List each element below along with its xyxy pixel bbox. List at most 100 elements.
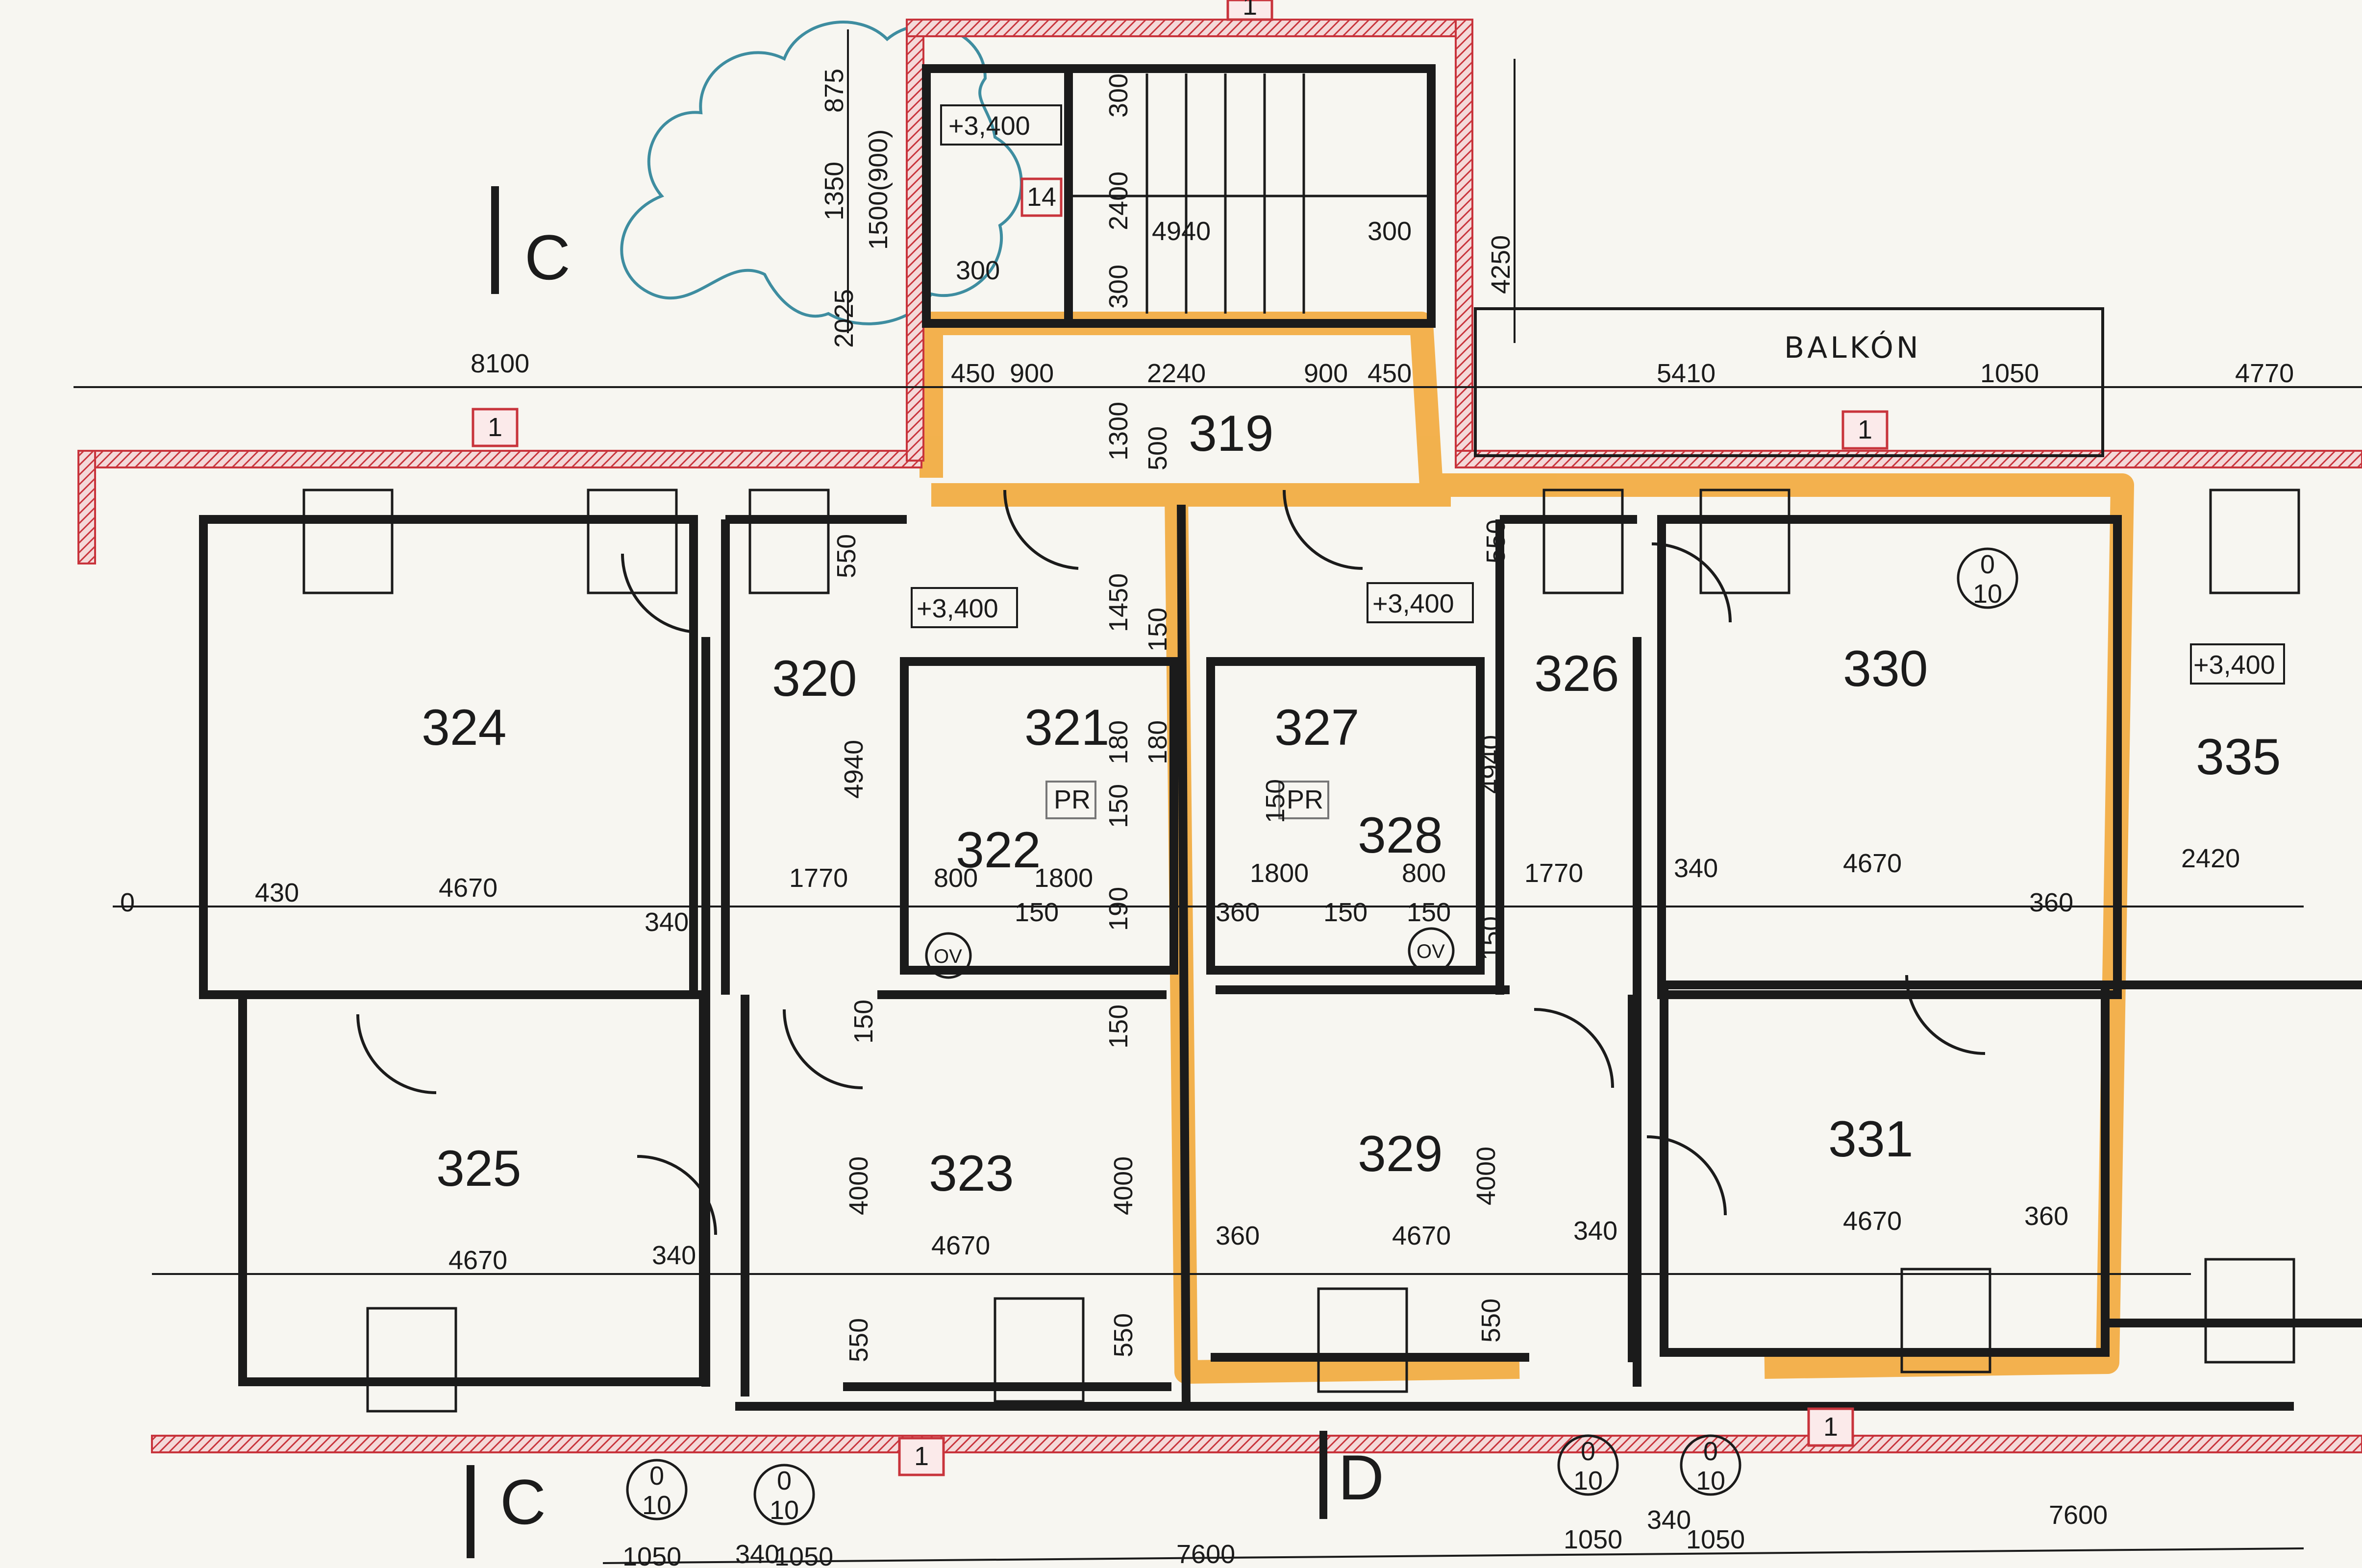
dim-top-1050: 1050: [1980, 359, 2039, 388]
section-label-c-bottom: C: [500, 1466, 546, 1538]
balcony-label: BALKÓN: [1784, 330, 1921, 365]
section-marks: [467, 186, 1327, 1558]
dim-bottom-1050-c: 1050: [1564, 1525, 1622, 1554]
dim-v-1300: 1300: [1104, 402, 1133, 461]
dim-h-1770-a: 1770: [789, 863, 848, 893]
dim-stair-300-d: 300: [1104, 265, 1133, 309]
level-tag-corridor-right: +3,400: [1372, 589, 1454, 618]
dim-v-150-c: 150: [1261, 779, 1290, 823]
fixture-tag-pr-right: PR: [1287, 785, 1323, 814]
dim-h-0: 0: [120, 888, 135, 917]
dim-h-340-a: 340: [645, 907, 689, 937]
dim-h-1800-b: 1800: [1250, 858, 1309, 888]
fixture-tag-ov-left: OV: [934, 946, 962, 967]
dim-v-4000-right: 4000: [1471, 1147, 1501, 1205]
dim-v-190: 190: [1104, 887, 1133, 931]
dim-bottom-7600-b: 7600: [2049, 1500, 2108, 1530]
door-tag-14: 14: [1027, 182, 1056, 212]
room-label-322: 322: [956, 822, 1041, 879]
dim-v-150-f: 150: [1476, 916, 1506, 960]
dim-h-150-a: 150: [1015, 898, 1059, 927]
dim-h-low-360-a: 360: [1216, 1221, 1260, 1250]
dim-top-5410: 5410: [1657, 359, 1716, 388]
window-tag-330-top: 0: [1980, 550, 1995, 579]
dim-top-450-b: 450: [1367, 359, 1412, 388]
window-tag-330-bottom: 10: [1973, 579, 2002, 609]
dim-bottom-1050-a: 1050: [622, 1542, 681, 1568]
dim-h-360-b: 360: [2029, 888, 2073, 917]
room-label-330: 330: [1843, 640, 1928, 697]
dim-v-550-a: 550: [832, 534, 861, 578]
dim-v-550-b: 550: [1481, 519, 1511, 564]
dim-v-150-a: 150: [1143, 608, 1172, 652]
dim-h-low-4670-d: 4670: [1843, 1206, 1902, 1236]
dim-top-450-a: 450: [951, 359, 995, 388]
dim-stair-875: 875: [820, 69, 849, 113]
dim-bottom-340-b: 340: [1647, 1505, 1691, 1535]
room-label-325: 325: [436, 1140, 522, 1197]
dim-h-4670-a: 4670: [439, 873, 497, 903]
room-label-329: 329: [1358, 1126, 1443, 1182]
window-tag-331-top: 0: [1703, 1437, 1718, 1466]
dim-h-low-4670-b: 4670: [931, 1231, 990, 1260]
fixture-tag-pr-left: PR: [1054, 785, 1091, 814]
fixture-tag-boxes: [1045, 781, 1329, 819]
dim-h-150-b: 150: [1323, 898, 1367, 927]
marker-1-e: 1: [1823, 1412, 1838, 1442]
dim-h-800-a: 800: [934, 863, 978, 893]
dim-bottom-1050-b: 1050: [774, 1542, 833, 1568]
dim-top-900-b: 900: [1304, 359, 1348, 388]
dim-h-430: 430: [255, 878, 299, 907]
dim-h-800-b: 800: [1402, 858, 1446, 888]
dim-bottom-7600-a: 7600: [1176, 1540, 1235, 1568]
dim-stair-2400: 2400: [1104, 172, 1133, 230]
dim-stair-300-c: 300: [1367, 217, 1412, 246]
dim-bottom-1050-d: 1050: [1686, 1525, 1745, 1554]
dim-h-low-360-b: 360: [2024, 1201, 2068, 1231]
dim-stair-1350: 1350: [820, 162, 849, 220]
dim-stair-300-a: 300: [956, 256, 1000, 285]
dim-h-low-340-b: 340: [1573, 1216, 1617, 1246]
dimension-lines: [74, 29, 2362, 1275]
dim-v-550-c: 550: [844, 1318, 873, 1362]
room-label-323: 323: [929, 1145, 1014, 1202]
room-label-319: 319: [1189, 405, 1274, 462]
dim-top-2240: 2240: [1147, 359, 1206, 388]
window-tag-331-bottom: 10: [1696, 1466, 1725, 1495]
dim-v-1450: 1450: [1104, 573, 1133, 632]
dim-h-low-4670-a: 4670: [448, 1246, 507, 1275]
bottom-dimension-line: [602, 1547, 2304, 1564]
dim-stair-4940: 4940: [1152, 217, 1211, 246]
dim-h-2420: 2420: [2181, 844, 2240, 873]
window-tag-329-top: 0: [1581, 1437, 1595, 1466]
window-symbols: [302, 489, 2300, 1413]
dim-v-4000-left: 4000: [844, 1156, 873, 1215]
dim-h-340-b: 340: [1674, 854, 1718, 883]
dim-h-1800-a: 1800: [1034, 863, 1093, 893]
window-tag-323-top: 0: [777, 1466, 792, 1495]
level-tag-corridor-left: +3,400: [917, 594, 998, 623]
dim-v-180-a: 180: [1104, 720, 1133, 764]
staircase: [1069, 74, 1431, 314]
door-tag-box: [1020, 177, 1063, 217]
tree-symbol: [620, 21, 1023, 325]
section-label-c-top: C: [524, 221, 571, 293]
room-label-327: 327: [1274, 699, 1360, 756]
window-tag-325-top: 0: [649, 1461, 664, 1491]
dim-top-4770: 4770: [2235, 359, 2294, 388]
marker-1-b: 1: [1243, 0, 1257, 21]
dim-v-150-d: 150: [1104, 1004, 1133, 1049]
dim-stair-1500-900: 1500(900): [864, 129, 893, 250]
window-tag-323-bottom: 10: [770, 1495, 799, 1525]
dim-v-4940-right: 4940: [1476, 735, 1506, 794]
dim-v-150-e: 150: [849, 1000, 878, 1044]
marker-1-c: 1: [1858, 415, 1872, 444]
boiler-symbols: [925, 927, 1455, 979]
dim-h-low-340-a: 340: [652, 1241, 696, 1270]
room-label-328: 328: [1358, 807, 1443, 864]
dim-top-900-a: 900: [1010, 359, 1054, 388]
dim-h-150-c: 150: [1407, 898, 1451, 927]
dim-stair-300-b: 300: [1104, 74, 1133, 118]
fixture-tag-ov-right: OV: [1417, 941, 1445, 962]
